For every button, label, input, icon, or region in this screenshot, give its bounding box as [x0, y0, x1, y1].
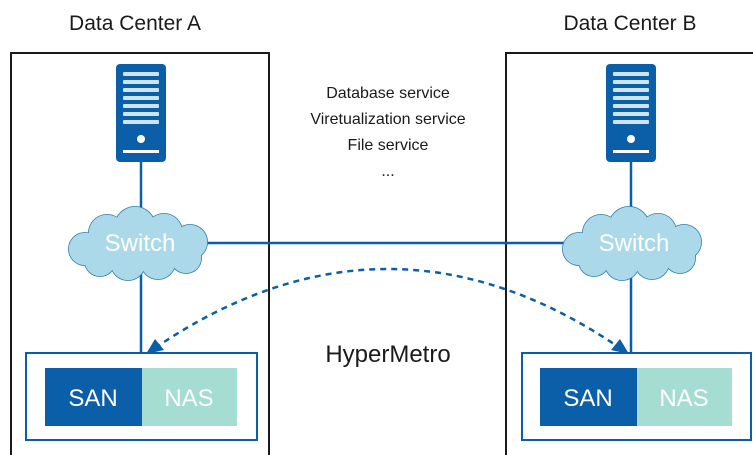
data-center-a-title: Data Center A	[69, 12, 201, 35]
nas-a-box	[142, 368, 237, 426]
switch-a-label: Switch	[105, 230, 176, 257]
hypermetro-replication-arc	[154, 267, 621, 350]
san-a-box	[45, 368, 142, 426]
san-b-box	[540, 368, 637, 426]
server-a-icon	[116, 64, 166, 162]
server-b-icon	[606, 64, 656, 162]
arrowhead-right-icon	[611, 339, 629, 354]
arrowhead-left-icon	[146, 339, 164, 354]
nas-b-label: NAS	[659, 385, 708, 412]
service-database: Database service	[326, 85, 450, 102]
nas-a-label: NAS	[164, 385, 213, 412]
switch-b-label: Switch	[599, 230, 670, 257]
hypermetro-label: HyperMetro	[325, 341, 450, 368]
service-virtualization: Viretualization service	[310, 111, 465, 128]
service-more: ...	[381, 163, 394, 180]
service-file: File service	[348, 137, 429, 154]
san-a-label: SAN	[68, 385, 117, 412]
san-b-label: SAN	[563, 385, 612, 412]
data-center-a-frame	[10, 52, 270, 455]
data-center-b-title: Data Center B	[563, 12, 696, 35]
nas-b-box	[637, 368, 732, 426]
data-center-b-frame	[505, 52, 753, 455]
